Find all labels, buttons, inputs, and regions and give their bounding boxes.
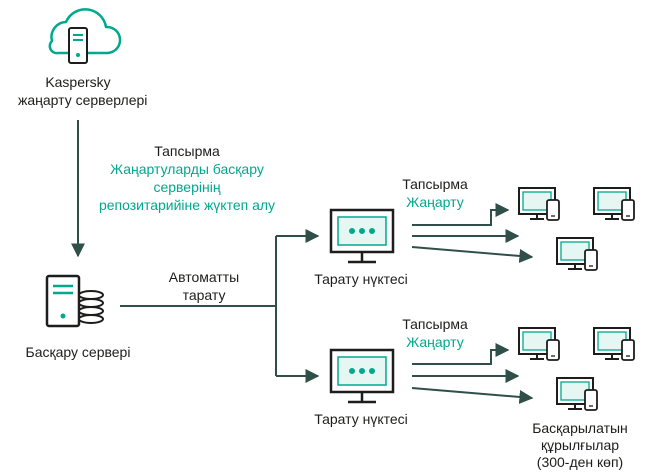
auto-distribution-label: Автоматты тарату xyxy=(168,269,240,303)
managed-device-icon xyxy=(518,327,560,361)
update-arrows-bottom xyxy=(411,343,534,404)
managed-devices-label: Басқарылатын құрылғылар (300-ден көп) xyxy=(532,420,628,470)
cloud-icon xyxy=(48,8,122,64)
admin-server-label: Басқару сервері xyxy=(25,344,131,360)
task-update-label-bottom: Тапсырма Жаңарту xyxy=(402,316,468,350)
server-icon xyxy=(45,274,104,328)
cloud-label: Kaspersky жаңарту серверлері xyxy=(18,74,148,108)
distribution-connector xyxy=(120,229,320,383)
distribution-point-icon xyxy=(329,348,395,404)
managed-device-icon xyxy=(556,377,598,411)
managed-device-icon xyxy=(593,187,635,221)
managed-device-icon xyxy=(518,187,560,221)
distribution-point-icon xyxy=(329,208,395,264)
distribution-point-label-bottom: Тарату нүктесі xyxy=(314,411,408,427)
managed-device-icon xyxy=(593,327,635,361)
task-update-label-top: Тапсырма Жаңарту xyxy=(402,176,468,210)
update-arrows-top xyxy=(411,203,534,263)
distribution-point-label-top: Тарату нүктесі xyxy=(314,271,408,287)
managed-device-icon xyxy=(556,237,598,271)
task-download-label: Тапсырма Жаңартуларды басқару серверінің… xyxy=(98,143,276,213)
